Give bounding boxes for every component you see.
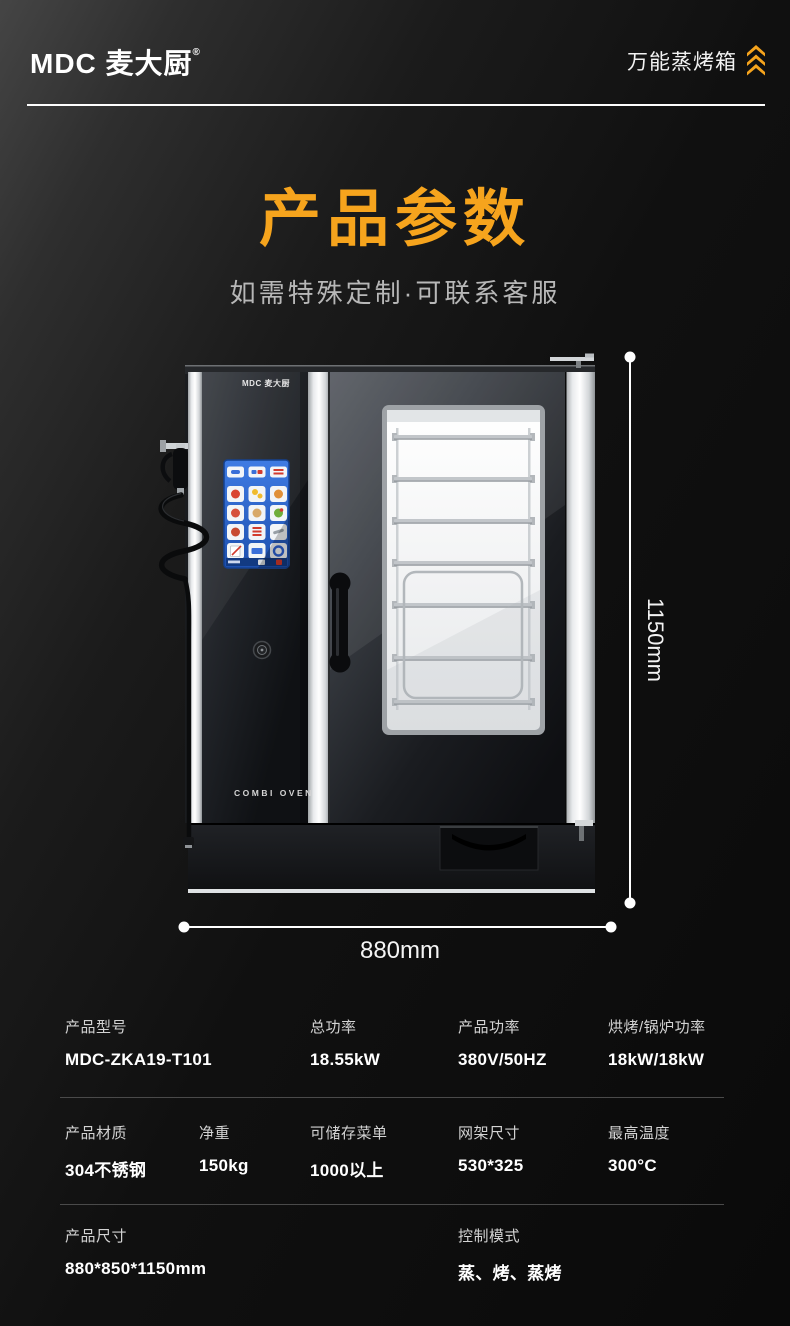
spec-item-control-mode: 控制模式 蒸、烤、蒸烤 bbox=[458, 1228, 562, 1283]
spec-item-dimensions: 产品尺寸 880*850*1150mm bbox=[65, 1228, 207, 1278]
width-dimension-value: 880mm bbox=[359, 937, 441, 964]
spec-item-max-temperature: 最高温度 300°C bbox=[608, 1125, 671, 1175]
combi-oven-label: COMBI OVEN bbox=[234, 788, 314, 798]
brand-logo: MDC 麦大厨® bbox=[30, 42, 201, 82]
spec-item-voltage: 产品功率 380V/50HZ bbox=[458, 1019, 547, 1069]
spec-item-net-weight: 净重 150kg bbox=[199, 1125, 249, 1175]
spec-divider-2 bbox=[60, 1204, 724, 1205]
vent-drawer bbox=[439, 825, 539, 871]
middle-frame-strip bbox=[308, 372, 330, 823]
left-frame-strip bbox=[188, 372, 202, 823]
spec-item-bake-boiler-power: 烘烤/锅炉功率 18kW/18kW bbox=[608, 1019, 706, 1069]
spec-item-material: 产品材质 304不锈钢 bbox=[65, 1125, 147, 1180]
spec-item-menu-storage: 可储存菜单 1000以上 bbox=[310, 1125, 388, 1180]
page-subtitle: 如需特殊定制·可联系客服 bbox=[229, 278, 561, 308]
right-frame-strip bbox=[565, 372, 595, 823]
control-panel bbox=[202, 372, 308, 823]
triple-chevron-up-icon bbox=[747, 45, 765, 76]
brand-logo-text: MDC 麦大厨 bbox=[30, 48, 193, 79]
product-illustration: MDC 麦大厨 COMBI OVEN 1150mm 880mm bbox=[130, 340, 700, 970]
spec-divider-1 bbox=[60, 1097, 724, 1098]
registered-mark: ® bbox=[192, 47, 201, 58]
height-dimension-value: 1150mm bbox=[643, 598, 668, 682]
drain-fitting bbox=[575, 820, 593, 826]
door-window bbox=[382, 405, 545, 735]
wire-racks bbox=[392, 433, 535, 706]
base-plinth bbox=[188, 820, 595, 893]
spray-hose bbox=[158, 440, 209, 848]
spec-item-total-power: 总功率 18.55kW bbox=[310, 1019, 381, 1069]
product-category: 万能蒸烤箱 bbox=[627, 45, 766, 76]
spec-item-rack-size: 网架尺寸 530*325 bbox=[458, 1125, 524, 1175]
oven-brand-label: MDC 麦大厨 bbox=[242, 379, 290, 388]
touchscreen bbox=[223, 459, 290, 569]
spec-item-model: 产品型号 MDC-ZKA19-T101 bbox=[65, 1019, 212, 1069]
control-dial bbox=[252, 640, 272, 660]
height-dimension-line bbox=[624, 351, 636, 909]
product-category-label: 万能蒸烤箱 bbox=[627, 50, 737, 74]
rack-frame bbox=[402, 570, 524, 700]
page-title: 产品参数 bbox=[258, 185, 531, 254]
top-faucet bbox=[550, 353, 594, 368]
door-handle bbox=[329, 572, 351, 673]
header-divider bbox=[27, 104, 765, 106]
oven-drawing bbox=[158, 351, 636, 933]
width-dimension-line bbox=[178, 921, 617, 933]
